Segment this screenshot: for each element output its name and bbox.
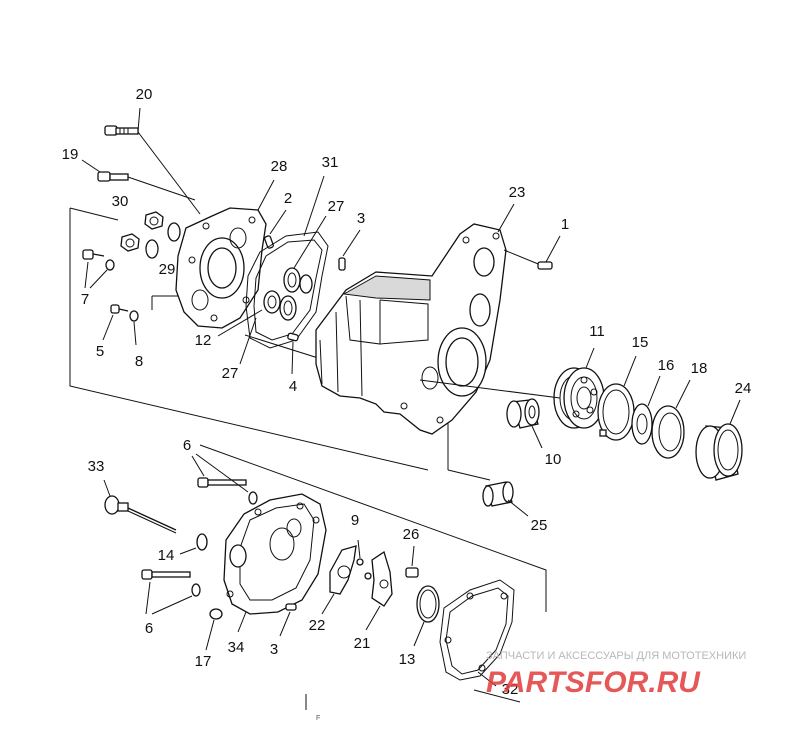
watermark-tagline: ЗАПЧАСТИ И АКСЕССУАРЫ ДЛЯ МОТОТЕХНИКИ [486,650,746,662]
callout-11: 11 [589,323,605,340]
callout-3-upper: 3 [357,210,365,227]
callout-26: 26 [403,526,420,543]
callout-3-lower: 3 [270,641,278,658]
callout-9: 9 [351,512,359,529]
seal-18 [651,379,691,459]
bushing-25 [482,481,529,517]
stud-20 [104,107,201,215]
callout-16: 16 [658,357,675,374]
callout-12: 12 [195,332,212,349]
callout-labels: 20 19 28 31 2 30 27 3 23 1 29 7 5 8 12 2… [62,86,752,722]
screw-5 [102,304,139,346]
spring-26 [405,545,419,578]
callout-23: 23 [509,184,526,201]
callout-27-lower: 27 [222,365,239,382]
callout-27-upper: 27 [328,198,345,215]
callout-5: 5 [96,343,104,360]
watermark: ЗАПЧАСТИ И АКСЕССУАРЫ ДЛЯ МОТОТЕХНИКИ PA… [486,650,746,699]
pin-3-lower [279,603,297,637]
dowel-pin-1 [537,235,561,270]
ball-9 [356,539,372,580]
callout-7: 7 [81,291,89,308]
pin-3-upper [338,229,361,271]
callout-22: 22 [309,617,326,634]
dipstick-33 [103,479,177,534]
callout-32: 32 [502,681,519,698]
callout-25: 25 [531,517,548,534]
callout-30: 30 [112,193,129,210]
callout-33: 33 [88,458,105,475]
bolt-7 [82,249,115,289]
retaining-ring-13 [413,585,440,647]
callout-6-upper: 6 [183,437,191,454]
callout-10: 10 [545,451,562,468]
callout-29: 29 [159,261,176,278]
cover-plate-28 [175,179,275,329]
bolts-6 [141,453,258,615]
stud-19 [81,159,196,201]
transmission-case-23 [315,203,549,435]
bearings-12-27 [217,215,327,365]
callout-34: 34 [228,639,245,656]
gasket-32 [439,579,515,687]
retaining-ring-15 [597,355,637,441]
callout-31: 31 [322,154,339,171]
nuts-30 [120,211,181,259]
callout-17: 17 [195,653,212,670]
callout-13: 13 [399,651,416,668]
callout-14: 14 [158,547,175,564]
callout-4: 4 [289,378,297,395]
lower-bracket-lines [199,444,547,710]
pawl-21 [365,550,393,631]
callout-8: 8 [135,353,143,370]
callout-15: 15 [632,334,649,351]
callout-28: 28 [271,158,288,175]
callout-2: 2 [284,190,292,207]
callout-6-lower: 6 [145,620,153,637]
bearing-10 [506,398,543,449]
callout-1: 1 [561,216,569,233]
callout-20: 20 [136,86,153,103]
watermark-logo: PARTSFOR.RU [486,666,701,699]
washer-16 [631,375,661,445]
bearing-race-24 [695,399,743,481]
callout-24: 24 [735,380,752,397]
side-cover-34 [223,493,327,633]
o-ring-17 [205,608,223,651]
callout-19: 19 [62,146,79,163]
shaft-axis-line [419,379,561,399]
bearing-11 [553,347,605,429]
o-ring-14 [179,533,208,555]
footer-mark: F [316,715,320,722]
callout-21: 21 [354,635,371,652]
gasket-31 [245,175,329,349]
pin-4 [287,332,299,375]
callout-18: 18 [691,360,708,377]
cam-plate-22 [321,545,357,615]
